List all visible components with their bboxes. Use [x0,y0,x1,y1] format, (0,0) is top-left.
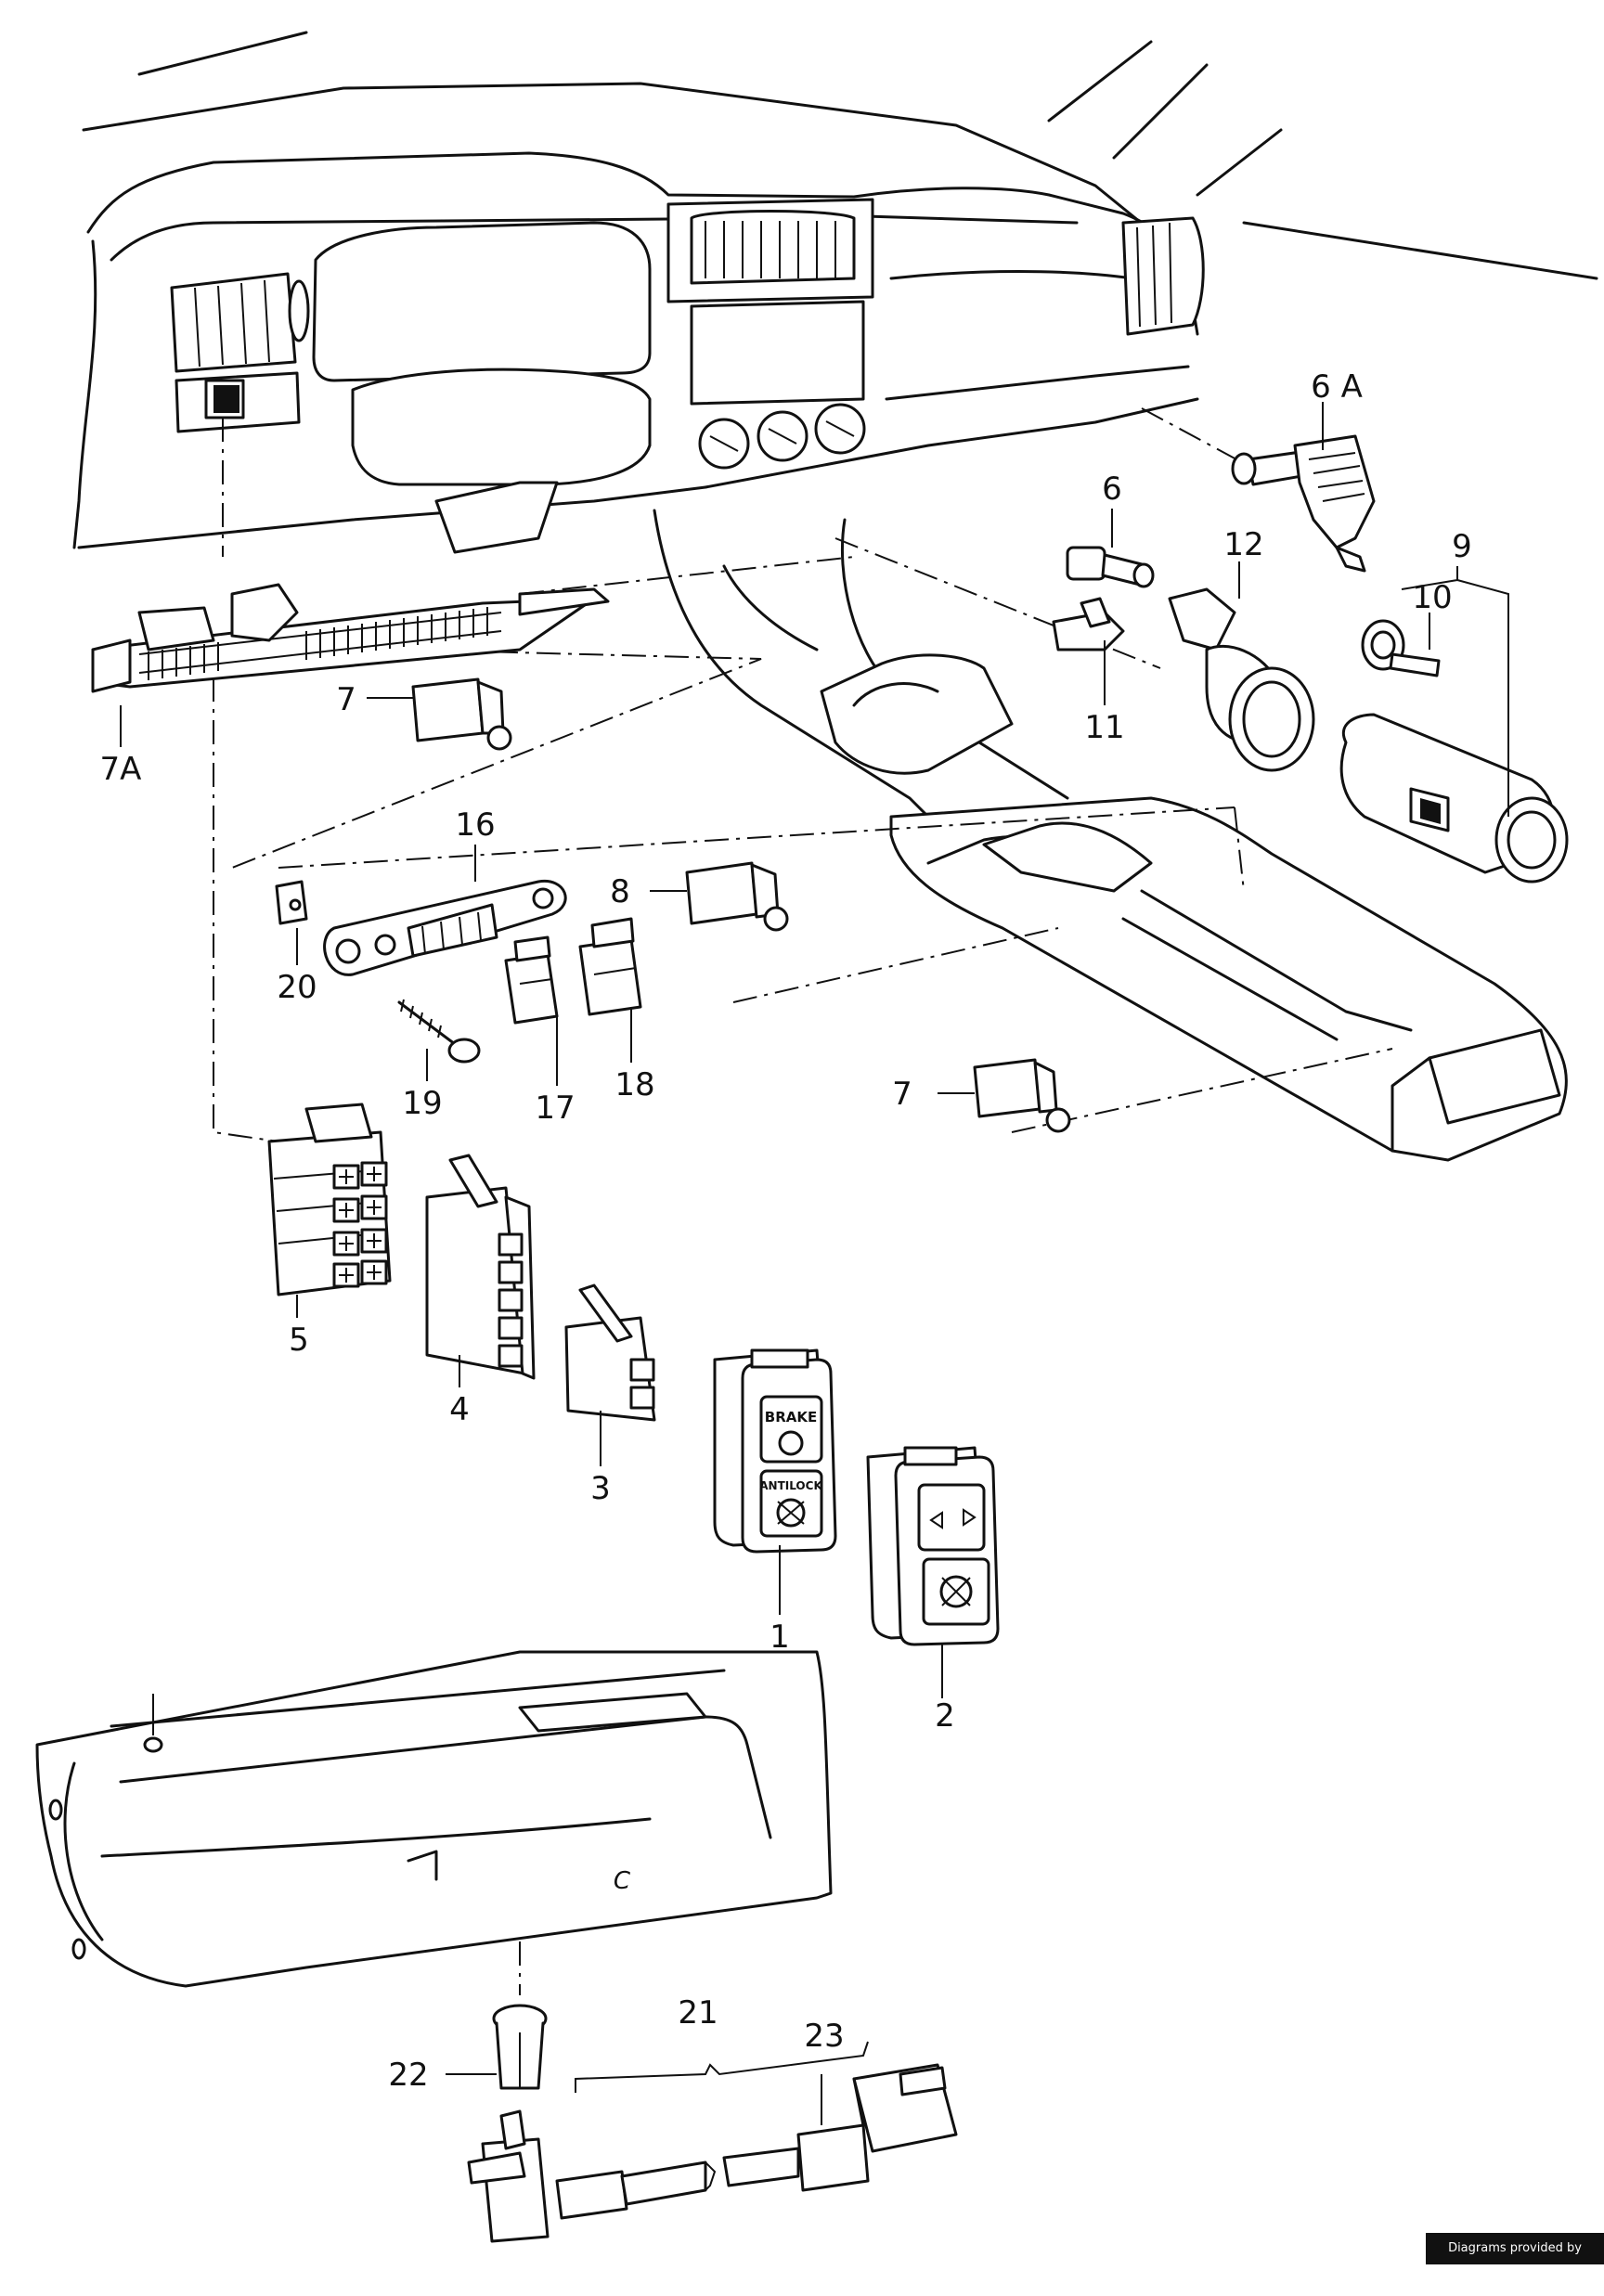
leader-lines [120,402,1509,2125]
part-6a-switch [1231,434,1376,573]
part-8-block [685,861,789,932]
part-17-fuse-holder [504,935,559,1025]
credit-bar: Diagrams provided by catalogs parts [1426,2233,1604,2287]
label-6a: 6 A [1311,368,1363,406]
part-3-connector [564,1283,656,1422]
label-21: 21 [678,1994,718,2032]
label-5: 5 [289,1322,309,1359]
label-7a: 7A [100,751,142,788]
part-1-brake-switch: BRAKE ANTILOCK [713,1348,837,1554]
part-4-connector [425,1154,536,1380]
part-11-clip [1052,597,1125,651]
part-7-lower [973,1058,1071,1133]
glovebox-panel: C [35,1650,833,1988]
part-10-bulb [1361,619,1441,677]
label-10: 10 [1412,579,1452,616]
label-22: 22 [388,2057,428,2094]
label-7-lower: 7 [892,1076,912,1113]
part-22-grommet [492,2004,548,2090]
label-12: 12 [1223,526,1263,563]
label-3: 3 [590,1470,611,1507]
part-21-switch-assembly [467,2109,800,2243]
label-16: 16 [455,806,495,844]
part-6-bulb-holder [1066,546,1155,588]
part-23-connector [796,2063,958,2192]
label-1: 1 [770,1619,790,1656]
label-19: 19 [402,1085,442,1122]
part-19-screw [397,999,481,1064]
brake-text: BRAKE [765,1409,817,1425]
part-5-connector [267,1103,392,1296]
label-7-upper: 7 [336,681,356,718]
label-9: 9 [1452,528,1472,565]
part-20-clip [275,880,308,925]
label-11: 11 [1084,709,1124,746]
panel-letter: C [614,1867,631,1895]
label-4: 4 [449,1391,470,1428]
label-18: 18 [614,1066,654,1103]
label-23: 23 [804,2018,844,2055]
part-18-fuse-holder [578,917,642,1016]
label-20: 20 [277,969,317,1006]
part-9-cigarette-lighter [1339,713,1569,884]
label-6: 6 [1102,471,1122,508]
part-12-lighter-ring [1168,587,1315,772]
part-7-upper [411,677,512,751]
part-7a-relay-carrier [91,583,610,693]
label-17: 17 [535,1090,575,1127]
part-16-bracket [323,879,567,976]
label-8: 8 [610,873,630,910]
antilock-text: ANTILOCK [759,1479,822,1492]
dashboard-outline [72,31,1598,1162]
callout-labels: 7A 6 A 6 12 9 10 11 7 16 8 20 19 17 18 7… [100,368,1472,2094]
label-2: 2 [935,1697,955,1735]
part-2-switch [866,1446,1000,1646]
